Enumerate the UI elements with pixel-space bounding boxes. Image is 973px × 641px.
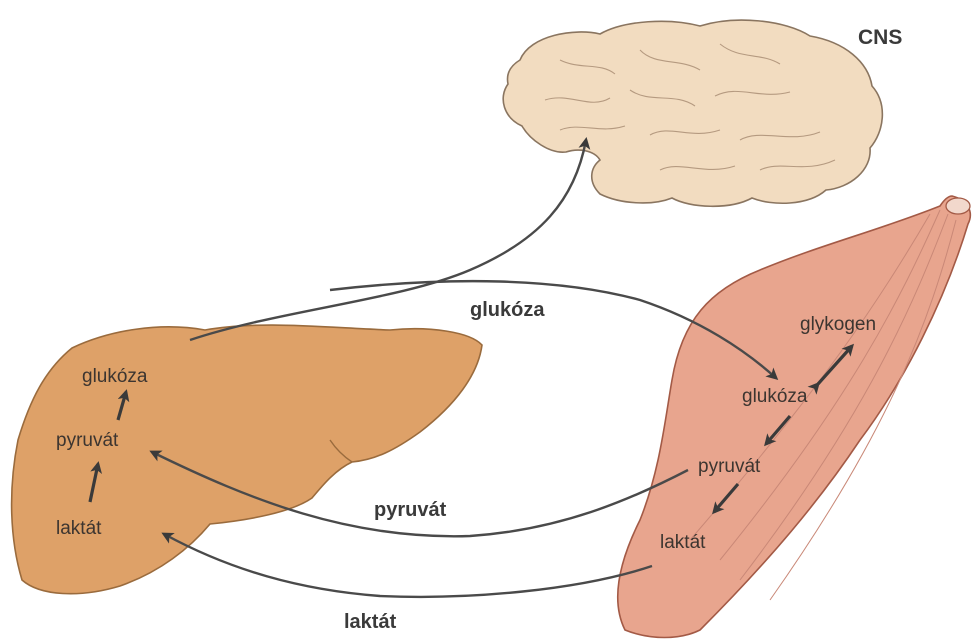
muscle-pyruvate-label: pyruvát	[698, 456, 761, 477]
lactate-path-label: laktát	[344, 611, 397, 633]
glucose-path-label: glukóza	[470, 299, 545, 321]
brain-shape	[503, 20, 882, 206]
liver-pyruvate-label: pyruvát	[56, 430, 119, 451]
muscle-glucose-label: glukóza	[742, 386, 808, 407]
lactate-muscle-to-liver-arrow	[164, 534, 652, 597]
muscle-shape	[618, 196, 971, 638]
liver-lactate-label: laktát	[56, 518, 102, 539]
cns-label: CNS	[858, 26, 902, 49]
brain-cns: CNS	[503, 20, 902, 206]
liver-glucose-label: glukóza	[82, 366, 148, 387]
pyruvate-path-label: pyruvát	[374, 499, 447, 521]
muscle-glycogen-label: glykogen	[800, 314, 876, 335]
muscle: glykogen glukóza pyruvát laktát	[618, 196, 971, 638]
muscle-lactate-label: laktát	[660, 532, 706, 553]
liver: glukóza pyruvát laktát	[12, 325, 482, 594]
